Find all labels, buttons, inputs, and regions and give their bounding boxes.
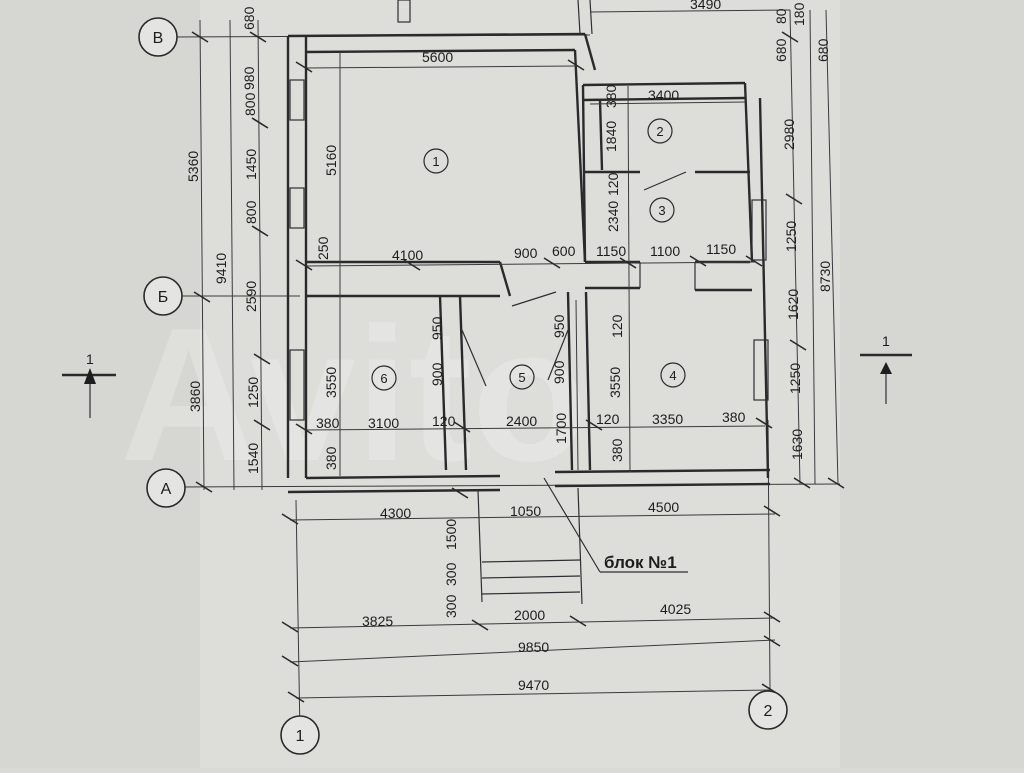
section-marker-left: 1 xyxy=(62,351,116,418)
dim-r-680b: 680 xyxy=(815,38,831,62)
watermark: Avito xyxy=(120,289,588,501)
axis-label-2: 2 xyxy=(764,703,773,720)
dim-r4-3550: 3550 xyxy=(607,367,623,398)
room-5: 5 xyxy=(509,364,535,390)
dim-l-1450: 1450 xyxy=(243,149,259,180)
room-number-1: 1 xyxy=(432,154,439,169)
dim-p-1500: 1500 xyxy=(443,519,459,550)
dim-l-250: 250 xyxy=(315,236,331,260)
dim-l-3550: 3550 xyxy=(323,367,339,398)
axis-bubble-b: Б xyxy=(143,276,183,316)
axis-bubble-a: А xyxy=(146,468,186,508)
dim-top-right: 3490 xyxy=(690,0,721,12)
dim-l-1250: 1250 xyxy=(245,377,261,408)
axis-label-1: 1 xyxy=(296,728,305,745)
axis-bubble-v: В xyxy=(138,17,178,57)
dim-total-9850: 9850 xyxy=(518,639,549,655)
dim-low-2400: 2400 xyxy=(506,413,537,429)
walls xyxy=(286,0,771,605)
room-number-3: 3 xyxy=(658,203,665,218)
dim-row-3825: 3825 xyxy=(362,613,393,629)
dim-mid-4100: 4100 xyxy=(392,247,423,263)
dim-r-2980: 2980 xyxy=(781,119,797,150)
dim-porch-1050: 1050 xyxy=(510,503,541,519)
dim-l-2590: 2590 xyxy=(243,281,259,312)
dim-mid-1150a: 1150 xyxy=(596,243,626,259)
dim-l-680: 680 xyxy=(241,6,257,30)
dim-r-1620: 1620 xyxy=(785,289,801,320)
room-number-4: 4 xyxy=(669,368,676,383)
dim-r-1250a: 1250 xyxy=(783,221,799,252)
dim-porch-4300: 4300 xyxy=(380,505,411,521)
dim-p-300a: 300 xyxy=(443,562,459,586)
dim-l-5160: 5160 xyxy=(323,145,339,176)
axis-label-a: А xyxy=(161,481,172,498)
dim-low-120b: 120 xyxy=(596,411,620,427)
dim-room1-width: 5600 xyxy=(422,49,453,65)
dimension-lines xyxy=(199,9,839,699)
room-number-6: 6 xyxy=(380,371,387,386)
dim-l-800b: 800 xyxy=(243,200,259,224)
dim-total-9470: 9470 xyxy=(518,677,549,693)
room-number-2: 2 xyxy=(656,124,663,139)
dim-low-380b: 380 xyxy=(722,409,746,425)
dim-p-300b: 300 xyxy=(443,594,459,618)
dim-l-9410: 9410 xyxy=(213,253,229,284)
dim-l-1540: 1540 xyxy=(245,443,261,474)
dim-r-180: 180 xyxy=(791,2,807,26)
dim-r-80: 80 xyxy=(773,8,789,24)
dim-m-1700: 1700 xyxy=(553,413,569,444)
dim-l-5360: 5360 xyxy=(185,151,201,182)
block-label: блок №1 xyxy=(604,553,677,572)
dim-mid-600: 600 xyxy=(552,243,576,259)
dim-l-800a: 800 xyxy=(242,92,258,116)
horizontal-dimensions: 3490 5600 3400 4100 900 600 1150 1100 11… xyxy=(316,0,746,693)
room-3: 3 xyxy=(649,197,675,223)
dim-row-4025: 4025 xyxy=(660,601,691,617)
room-2: 2 xyxy=(647,118,673,144)
dim-r-8730: 8730 xyxy=(817,261,833,292)
dim-porch-4500: 4500 xyxy=(648,499,679,515)
vertical-dimensions: 680 980 800 1450 800 250 2590 1250 1540 … xyxy=(185,2,833,618)
dim-r2-2340: 2340 xyxy=(605,201,621,232)
room-6: 6 xyxy=(371,365,397,391)
dim-r-680a: 680 xyxy=(773,38,789,62)
dim-low-380a: 380 xyxy=(316,415,340,431)
section-label-left: 1 xyxy=(86,351,94,367)
dim-r4-380: 380 xyxy=(609,438,625,462)
dim-mid-900: 900 xyxy=(514,245,538,261)
section-label-right: 1 xyxy=(882,333,890,349)
dim-r-1630: 1630 xyxy=(789,429,805,460)
axis-bubble-1: 1 xyxy=(280,715,320,755)
axis-label-v: В xyxy=(153,30,164,47)
dim-m-950b: 950 xyxy=(551,314,567,338)
dim-l-980: 980 xyxy=(241,66,257,90)
dim-low-120a: 120 xyxy=(432,413,456,429)
room-1: 1 xyxy=(423,148,449,174)
dim-r-1250b: 1250 xyxy=(787,363,803,394)
axis-label-b: Б xyxy=(158,289,169,306)
dim-r2-1840: 1840 xyxy=(603,121,619,152)
dim-r2-120: 120 xyxy=(605,172,621,196)
dim-low-3350: 3350 xyxy=(652,411,683,427)
dim-r2-380: 380 xyxy=(603,84,619,108)
dim-low-3100: 3100 xyxy=(368,415,399,431)
dim-m-900b: 900 xyxy=(551,360,567,384)
dim-r4-120: 120 xyxy=(609,314,625,338)
section-marker-right: 1 xyxy=(860,333,912,404)
dim-m-950a: 950 xyxy=(429,316,445,340)
dim-l-3860: 3860 xyxy=(187,381,203,412)
dim-mid-1150b: 1150 xyxy=(706,241,736,257)
dim-m-900a: 900 xyxy=(429,362,445,386)
dim-row-2000: 2000 xyxy=(514,607,545,623)
room-4: 4 xyxy=(660,362,686,388)
axis-bubble-2: 2 xyxy=(748,690,788,730)
room-number-5: 5 xyxy=(518,370,525,385)
dim-l-380: 380 xyxy=(323,446,339,470)
dim-mid-1100: 1100 xyxy=(650,243,680,259)
dim-room2-width: 3400 xyxy=(648,87,679,103)
